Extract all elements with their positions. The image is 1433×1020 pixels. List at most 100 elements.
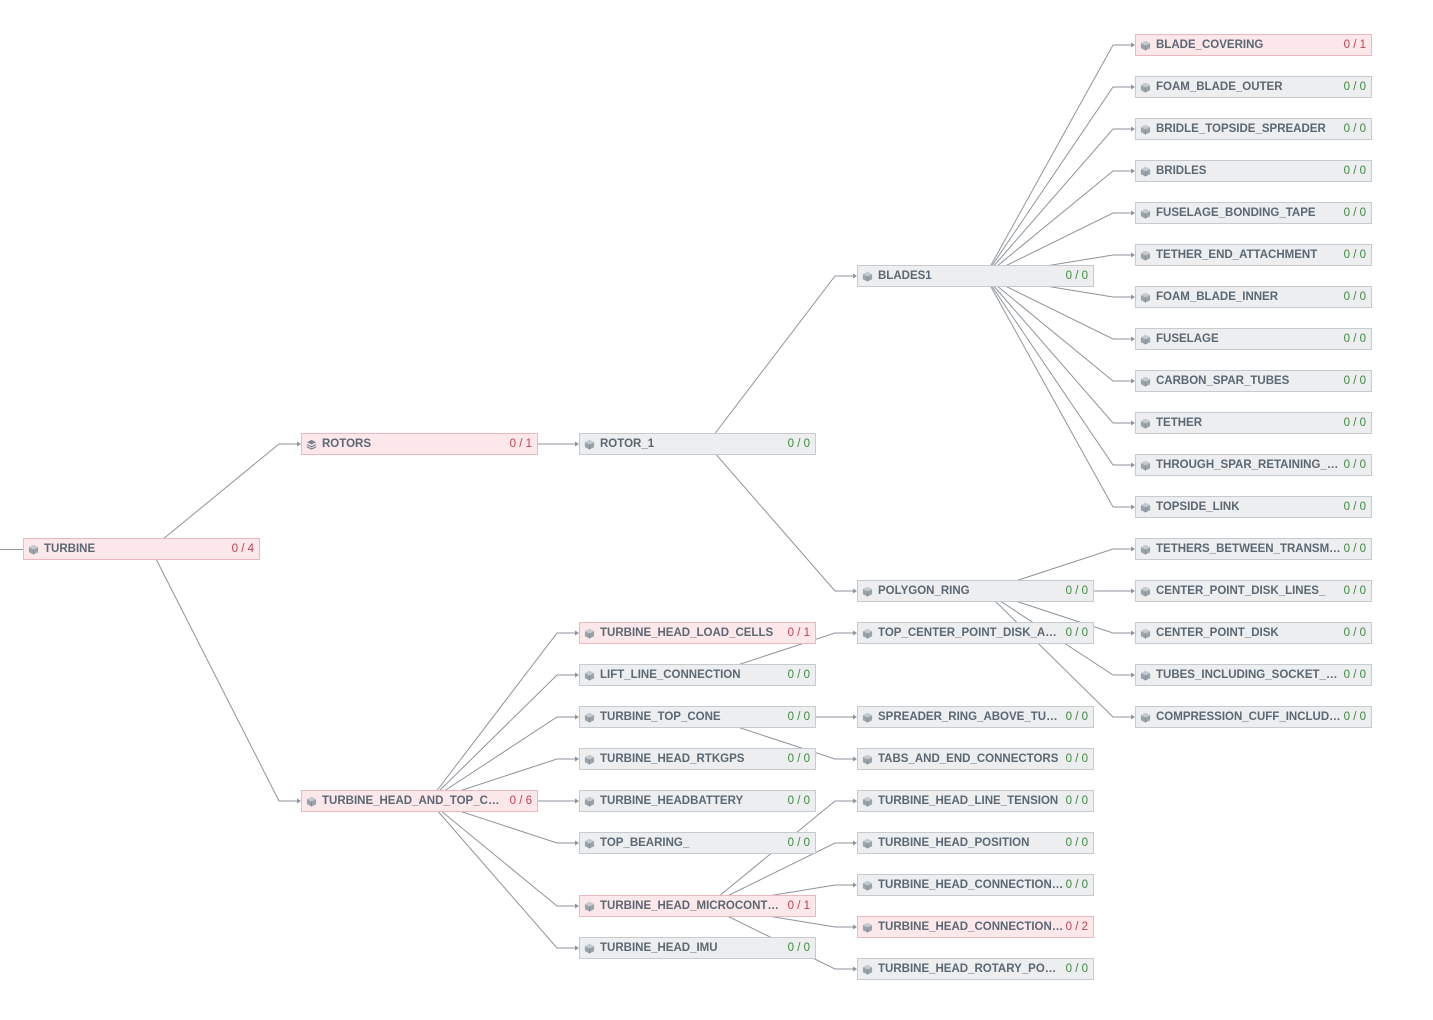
- edge-arrowhead: [297, 798, 301, 804]
- cube-icon: [862, 628, 873, 639]
- cube-icon: [584, 754, 595, 765]
- tree-node-th-rtkgps[interactable]: TURBINE_HEAD_RTKGPS 0 / 0: [579, 748, 816, 770]
- tree-node-blades1[interactable]: BLADES1 0 / 0: [857, 265, 1094, 287]
- edge-arrowhead: [853, 756, 857, 762]
- cube-icon: [862, 880, 873, 891]
- node-count: 0 / 0: [1065, 627, 1088, 639]
- edge-arrowhead: [575, 903, 579, 909]
- cube-icon: [1140, 586, 1151, 597]
- tree-node-th-position[interactable]: TURBINE_HEAD_POSITION 0 / 0: [857, 832, 1094, 854]
- edge-arrowhead: [1131, 462, 1135, 468]
- tree-node-th-imu[interactable]: TURBINE_HEAD_IMU 0 / 0: [579, 937, 816, 959]
- edge-blades1-to-fuselage-bonding-tape: [984, 212, 1131, 277]
- node-label: TURBINE_TOP_CONE: [600, 711, 721, 723]
- node-count: 0 / 0: [1065, 270, 1088, 282]
- tree-node-top-bearing[interactable]: TOP_BEARING_ 0 / 0: [579, 832, 816, 854]
- node-count: 0 / 0: [787, 711, 810, 723]
- edge-blades1-to-fuselage: [984, 275, 1131, 340]
- cube-icon: [28, 544, 39, 555]
- node-count: 0 / 0: [1343, 501, 1366, 513]
- tree-node-compression-cuff[interactable]: COMPRESSION_CUFF_INCLUDING_... 0 / 0: [1135, 706, 1372, 728]
- tree-node-th-top-cone[interactable]: TURBINE_TOP_CONE 0 / 0: [579, 706, 816, 728]
- tree-node-tethers-between[interactable]: TETHERS_BETWEEN_TRANSMISSIO... 0 / 0: [1135, 538, 1372, 560]
- node-label: FUSELAGE_BONDING_TAPE: [1156, 207, 1316, 219]
- tree-node-th-conn-2[interactable]: TURBINE_HEAD_CONNECTION_TO_... 0 / 2: [857, 916, 1094, 938]
- cube-icon: [1140, 250, 1151, 261]
- node-label: TETHER: [1156, 417, 1202, 429]
- edge-polygon-ring-to-tubes-including: [984, 590, 1131, 676]
- tree-node-through-spar[interactable]: THROUGH_SPAR_RETAINING_LOOP... 0 / 0: [1135, 454, 1372, 476]
- tree-node-tabs-and-end[interactable]: TABS_AND_END_CONNECTORS 0 / 0: [857, 748, 1094, 770]
- cube-icon: [584, 439, 595, 450]
- edge-polygon-ring-to-compression-cuff: [984, 590, 1131, 718]
- edge-arrowhead: [1131, 504, 1135, 510]
- tree-node-tubes-including[interactable]: TUBES_INCLUDING_SOCKET_CUFF 0 / 0: [1135, 664, 1372, 686]
- cube-icon: [862, 964, 873, 975]
- node-label: TABS_AND_END_CONNECTORS: [878, 753, 1059, 765]
- node-count: 0 / 0: [787, 942, 810, 954]
- tree-node-turbine[interactable]: TURBINE 0 / 4: [23, 538, 260, 560]
- tree-node-center-point-disk-lines[interactable]: CENTER_POINT_DISK_LINES_ 0 / 0: [1135, 580, 1372, 602]
- tree-node-bridle-topside-spreader[interactable]: BRIDLE_TOPSIDE_SPREADER 0 / 0: [1135, 118, 1372, 140]
- edge-th-micro-to-th-rotary: [706, 905, 853, 970]
- tree-node-fuselage-bonding-tape[interactable]: FUSELAGE_BONDING_TAPE 0 / 0: [1135, 202, 1372, 224]
- node-label: SPREADER_RING_ABOVE_TURBINE: [878, 711, 1064, 723]
- tree-node-center-point-disk[interactable]: CENTER_POINT_DISK 0 / 0: [1135, 622, 1372, 644]
- tree-node-foam-blade-inner[interactable]: FOAM_BLADE_INNER 0 / 0: [1135, 286, 1372, 308]
- edge-blades1-to-carbon-spar-tubes: [984, 275, 1131, 382]
- tree-node-fuselage[interactable]: FUSELAGE 0 / 0: [1135, 328, 1372, 350]
- tree-node-th-load-cells[interactable]: TURBINE_HEAD_LOAD_CELLS 0 / 1: [579, 622, 816, 644]
- tree-node-tether[interactable]: TETHER 0 / 0: [1135, 412, 1372, 434]
- node-label: TUBES_INCLUDING_SOCKET_CUFF: [1156, 669, 1342, 681]
- tree-node-carbon-spar-tubes[interactable]: CARBON_SPAR_TUBES 0 / 0: [1135, 370, 1372, 392]
- layers-icon: [306, 439, 317, 450]
- edge-turbine-head-and-top-cone-to-lift-line: [428, 674, 575, 802]
- edge-arrowhead: [575, 630, 579, 636]
- tree-node-blade-covering[interactable]: BLADE_COVERING 0 / 1: [1135, 34, 1372, 56]
- tree-node-th-line-tension[interactable]: TURBINE_HEAD_LINE_TENSION 0 / 0: [857, 790, 1094, 812]
- cube-icon: [1140, 124, 1151, 135]
- edge-arrowhead: [1131, 336, 1135, 342]
- tree-node-foam-blade-outer[interactable]: FOAM_BLADE_OUTER 0 / 0: [1135, 76, 1372, 98]
- edge-arrowhead: [853, 882, 857, 888]
- tree-node-rotor-1[interactable]: ROTOR_1 0 / 0: [579, 433, 816, 455]
- node-label: LIFT_LINE_CONNECTION: [600, 669, 741, 681]
- tree-node-th-battery[interactable]: TURBINE_HEADBATTERY 0 / 0: [579, 790, 816, 812]
- node-label: POLYGON_RING: [878, 585, 970, 597]
- node-count: 0 / 0: [1343, 333, 1366, 345]
- cube-icon: [1140, 334, 1151, 345]
- tree-node-top-center-point-disk[interactable]: TOP_CENTER_POINT_DISK_AND_LI... 0 / 0: [857, 622, 1094, 644]
- edge-th-micro-to-th-position: [706, 842, 853, 907]
- node-label: TURBINE_HEAD_POSITION: [878, 837, 1030, 849]
- edge-lift-line-to-top-center-point-disk: [706, 632, 853, 676]
- cube-icon: [584, 712, 595, 723]
- node-count: 0 / 0: [1343, 711, 1366, 723]
- tree-node-turbine-head-and-top-cone[interactable]: TURBINE_HEAD_AND_TOP_CONE 0 / 6: [301, 790, 538, 812]
- edge-arrowhead: [1131, 714, 1135, 720]
- edge-arrowhead: [853, 924, 857, 930]
- tree-node-bridles[interactable]: BRIDLES 0 / 0: [1135, 160, 1372, 182]
- tree-node-lift-line[interactable]: LIFT_LINE_CONNECTION 0 / 0: [579, 664, 816, 686]
- cube-icon: [1140, 82, 1151, 93]
- node-count: 0 / 0: [1343, 249, 1366, 261]
- node-label: CARBON_SPAR_TUBES: [1156, 375, 1290, 387]
- node-count: 0 / 0: [1343, 627, 1366, 639]
- cube-icon: [584, 838, 595, 849]
- cube-icon: [584, 796, 595, 807]
- tree-node-th-micro[interactable]: TURBINE_HEAD_MICROCONTROLLER 0 / 1: [579, 895, 816, 917]
- edge-polygon-ring-to-center-point-disk: [984, 590, 1131, 634]
- cube-icon: [1140, 418, 1151, 429]
- tree-node-tether-end-attachment[interactable]: TETHER_END_ATTACHMENT 0 / 0: [1135, 244, 1372, 266]
- tree-node-spreader-ring[interactable]: SPREADER_RING_ABOVE_TURBINE 0 / 0: [857, 706, 1094, 728]
- node-label: TOPSIDE_LINK: [1156, 501, 1240, 513]
- tree-node-th-rotary[interactable]: TURBINE_HEAD_ROTARY_POSITION 0 / 0: [857, 958, 1094, 980]
- edge-arrowhead: [853, 840, 857, 846]
- node-label: TURBINE_HEAD_RTKGPS: [600, 753, 745, 765]
- cube-icon: [862, 796, 873, 807]
- node-count: 0 / 0: [1343, 375, 1366, 387]
- node-label: ROTORS: [322, 438, 371, 450]
- tree-node-topside-link[interactable]: TOPSIDE_LINK 0 / 0: [1135, 496, 1372, 518]
- tree-node-polygon-ring[interactable]: POLYGON_RING 0 / 0: [857, 580, 1094, 602]
- tree-node-th-conn-1[interactable]: TURBINE_HEAD_CONNECTION_TO_L... 0 / 0: [857, 874, 1094, 896]
- tree-node-rotors[interactable]: ROTORS 0 / 1: [301, 433, 538, 455]
